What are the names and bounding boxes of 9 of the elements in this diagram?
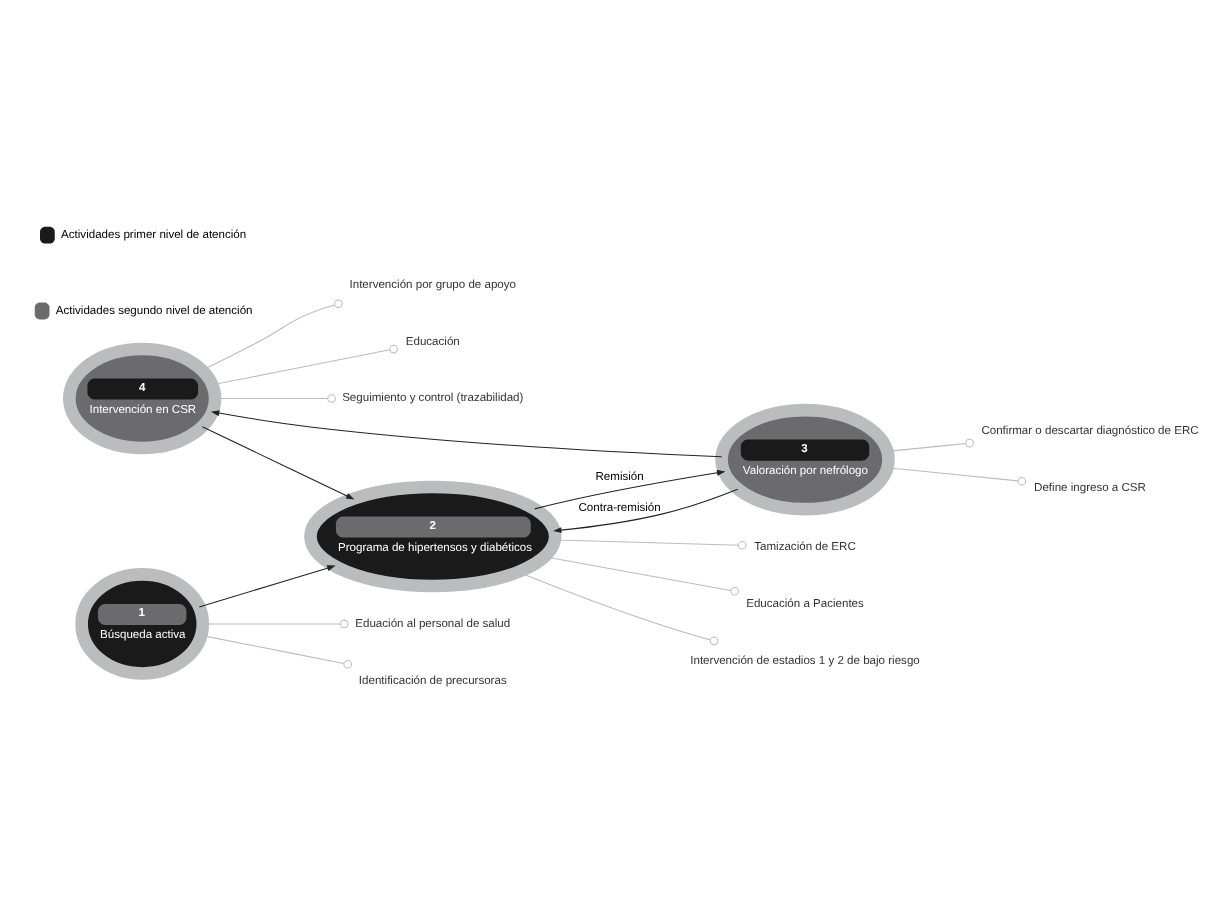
arrow bbox=[201, 426, 355, 500]
connector bbox=[555, 539, 747, 550]
arrow bbox=[553, 488, 739, 534]
connector bbox=[887, 438, 974, 452]
connector bbox=[201, 299, 343, 371]
arrow bbox=[198, 565, 336, 608]
connector bbox=[887, 467, 1027, 486]
arrow bbox=[534, 469, 726, 510]
arrow bbox=[210, 410, 723, 458]
